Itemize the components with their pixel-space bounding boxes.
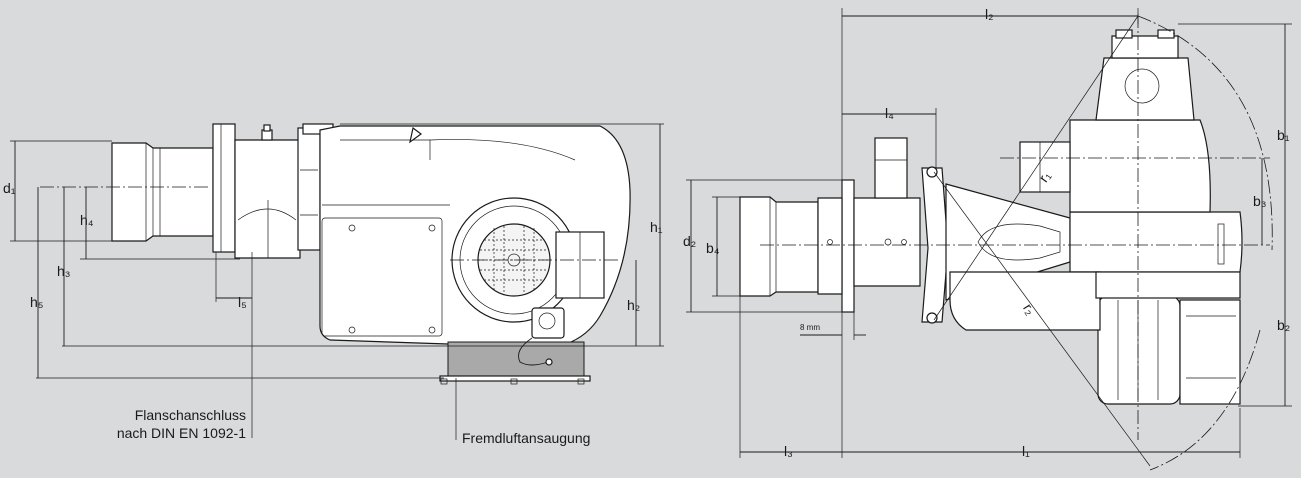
label-h4: h₄ (80, 212, 94, 228)
label-b1: b₁ (1277, 127, 1290, 143)
side-dimensions (10, 123, 664, 440)
label-l1: l₁ (1022, 443, 1030, 459)
top-view: l₂ l₄ d₂ b₄ r₁ r₂ b₁ b₃ b₂ 8 mm l₃ l₁ (683, 6, 1292, 471)
side-flange (212, 123, 236, 253)
label-b3: b₃ (1253, 193, 1267, 209)
side-view: d₁ h₄ h₃ h₅ l₅ h₁ h₂ Flanschanschluss na… (3, 123, 664, 446)
top-upper-block (874, 137, 908, 199)
label-h2: h₂ (627, 297, 640, 313)
label-l5: l₅ (238, 294, 247, 310)
top-main-housing (1019, 29, 1243, 273)
label-b2: b₂ (1277, 317, 1290, 333)
label-l4: l₄ (885, 105, 894, 121)
side-connector (297, 127, 321, 251)
label-d1: d₁ (3, 180, 16, 196)
label-l3: l₃ (784, 443, 793, 459)
top-hinge-plate (921, 167, 949, 323)
side-fan-intake (451, 197, 577, 323)
top-blast-tube (739, 196, 819, 297)
label-h1: h₁ (650, 219, 663, 235)
label-8mm: 8 mm (800, 323, 820, 332)
top-dimensions (686, 8, 1292, 458)
label-l2: l₂ (985, 6, 994, 22)
side-flange-housing (234, 124, 301, 259)
label-b4: b₄ (706, 240, 720, 256)
top-flange (841, 179, 855, 313)
side-air-intake (439, 337, 591, 385)
label-flange-line2: nach DIN EN 1092-1 (117, 425, 246, 441)
side-motor-box (531, 307, 565, 339)
side-blast-tube (111, 142, 214, 242)
label-h5: h₅ (30, 294, 43, 310)
label-flange-line1: Flanschanschluss (135, 407, 246, 423)
label-d2: d₂ (683, 233, 696, 249)
label-h3: h₃ (57, 263, 71, 279)
top-motor (949, 271, 1241, 405)
label-external-air: Fremdluftansaugung (462, 430, 590, 446)
